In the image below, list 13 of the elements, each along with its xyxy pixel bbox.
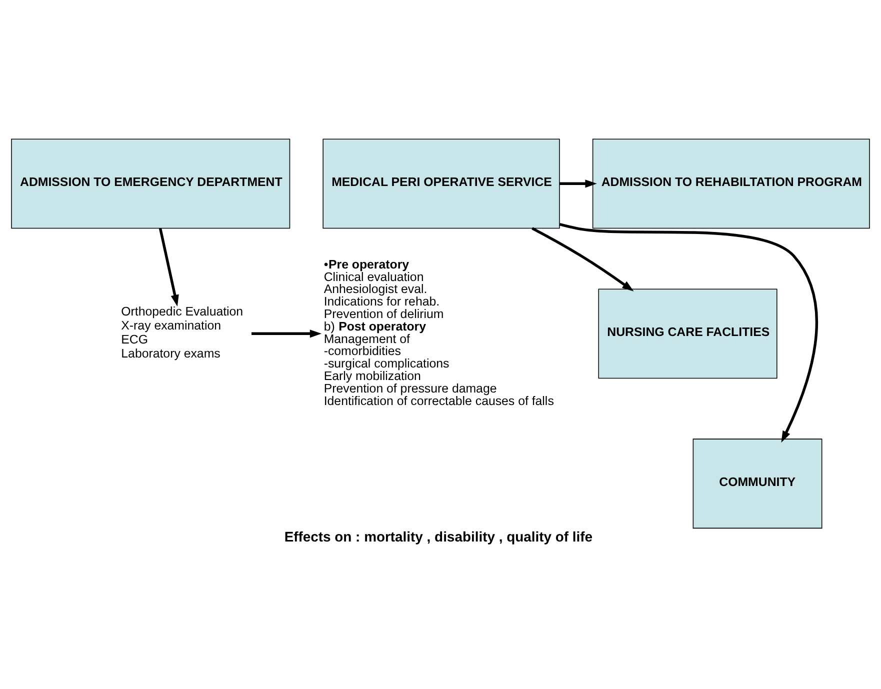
arrow — [532, 227, 634, 292]
arrow — [251, 330, 322, 338]
node-box: COMMUNITY — [692, 438, 822, 529]
node-box: NURSING CARE FACLITIES — [598, 288, 778, 379]
arrow — [559, 222, 818, 443]
arrow — [158, 228, 179, 306]
node-box: MEDICAL PERI OPERATIVE SERVICE — [322, 138, 560, 229]
caption: Effects on : mortality , disability , quality of life — [284, 528, 593, 545]
node-text: •Pre operatory Clinical evaluation Anhesiologist eval. Indications for rehab. Prevention of delirium b) Post operatory Management of -comorbidities -surgical complications Early mobilization Prevention of pressure damage Identification of correctable causes of falls — [324, 257, 554, 408]
arrow — [560, 180, 597, 188]
node-box: ADMISSION TO REHABILTATION PROGRAM — [592, 138, 870, 229]
node-text: Orthopedic Evaluation X-ray examination ECG Laboratory exams — [121, 304, 244, 361]
node-box: ADMISSION TO EMERGENCY DEPARTMENT — [11, 138, 290, 229]
